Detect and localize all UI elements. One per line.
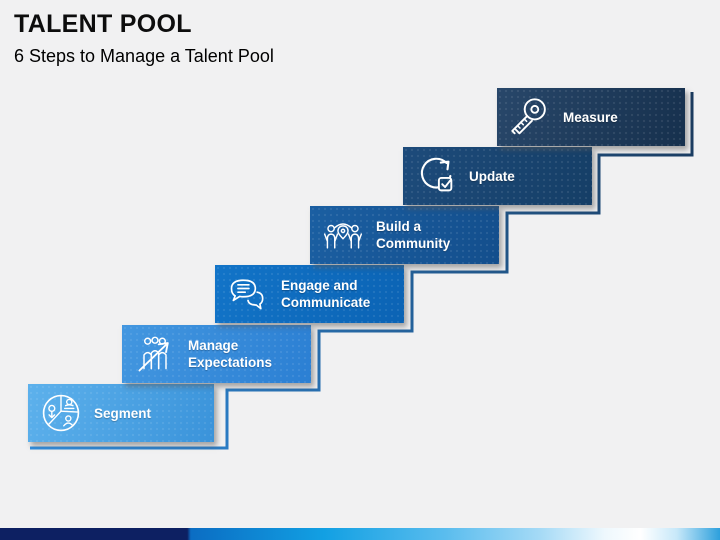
measuring-tape-icon: [497, 94, 563, 140]
step-build-community: Build a Community: [310, 206, 499, 264]
page-title: TALENT POOL: [14, 10, 192, 38]
step-engage-communicate: Engage and Communicate: [215, 265, 404, 323]
step-label: Measure: [563, 109, 618, 125]
people-growth-arrow-icon: [122, 332, 188, 376]
step-label: Engage and Communicate: [281, 278, 371, 310]
refresh-checkbox-icon: [403, 153, 469, 199]
footer-accent-bar: [0, 528, 720, 540]
step-manage-expectations: Manage Expectations: [122, 325, 311, 383]
step-label: Manage Expectations: [188, 338, 273, 370]
step-update: Update: [403, 147, 592, 205]
page-subtitle: 6 Steps to Manage a Talent Pool: [14, 46, 274, 66]
step-label: Update: [469, 168, 515, 184]
step-label: Build a Community: [376, 219, 451, 251]
segment-pie-people-icon: [28, 391, 94, 435]
step-segment: Segment: [28, 384, 214, 442]
step-measure: Measure: [497, 88, 685, 146]
speech-bubbles-icon: [215, 272, 281, 316]
step-label: Segment: [94, 405, 152, 421]
people-location-pin-icon: [310, 213, 376, 257]
